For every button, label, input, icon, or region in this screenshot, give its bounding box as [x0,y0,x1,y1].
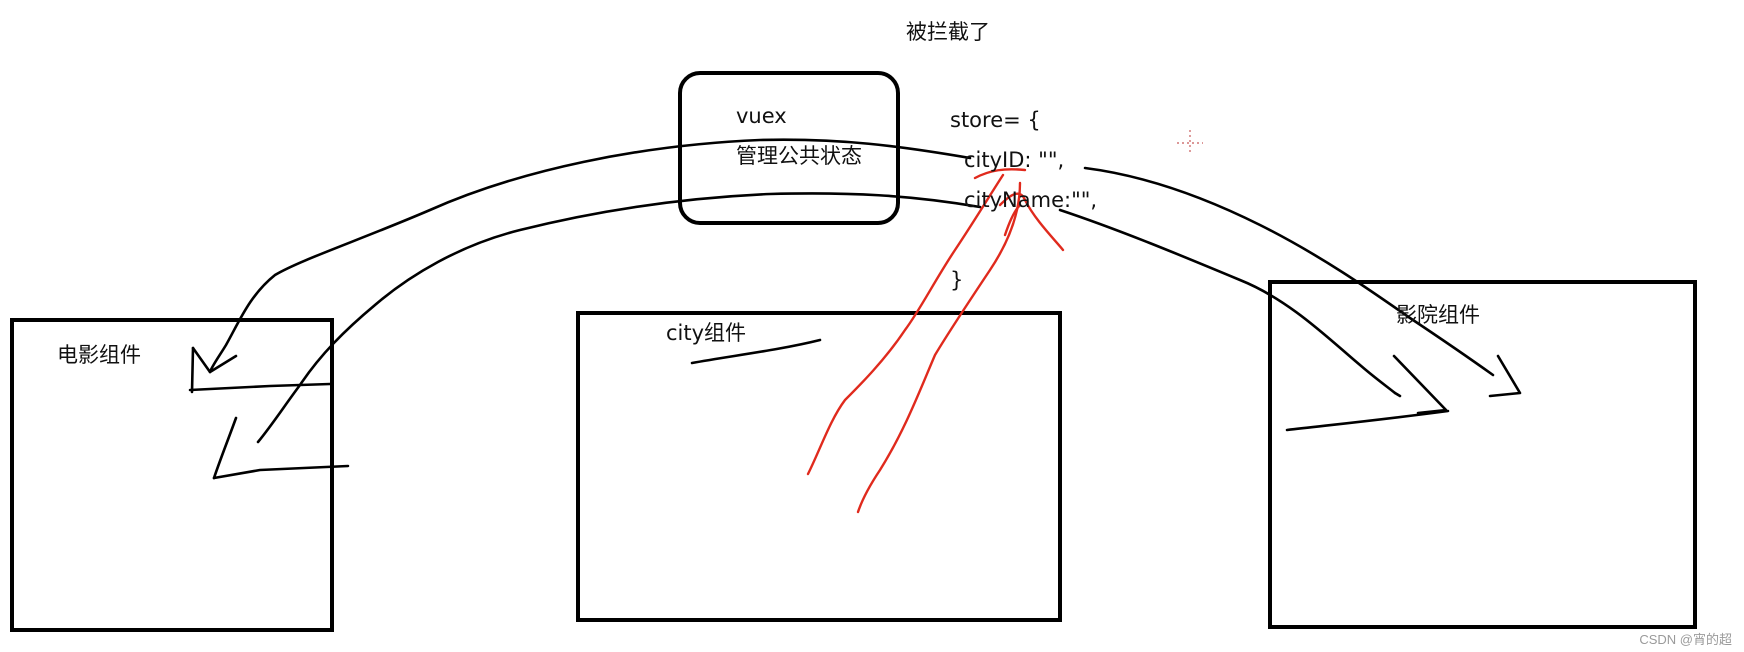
cinema-component-label: 影院组件 [1396,303,1480,327]
intercept-line-left [806,173,1005,476]
cinema-connector-upper [1083,166,1495,377]
city-component-label: city组件 [666,321,747,345]
movie-arrow-tick-lower [212,416,238,480]
cinema-component-box [1268,280,1697,629]
intercept-scribble [973,168,1065,252]
watermark: CSDN @宵的超 [1639,632,1732,647]
city-label-underline [690,338,822,365]
cinema-arrow-shaft [1285,409,1450,432]
store-close: } [950,268,964,292]
store-city-id: cityID: "", [964,148,1065,172]
city-component-box [576,311,1062,622]
store-open: store= { [950,108,1041,132]
movie-connector-upper [208,138,972,374]
store-city-name: cityName:"", [964,188,1098,212]
cinema-arrowhead-lower [1392,354,1448,415]
movie-component-box [10,318,334,632]
movie-arrow-tick-upper [190,346,195,394]
movie-connector-lower [256,192,982,444]
vuex-description: 管理公共状态 [736,144,862,168]
movie-arrowhead-upper [191,346,238,374]
vuex-label: vuex [736,104,787,128]
movie-arrow-shaft-lower [212,464,350,480]
cursor-crosshair-icon [1177,130,1203,155]
movie-component-label: 电影组件 [57,343,141,367]
diagram-title: 被拦截了 [906,20,990,44]
cinema-connector-lower [1058,208,1397,395]
cinema-arrow-tick [1393,391,1402,398]
movie-arrow-shaft-upper [188,382,332,392]
intercept-line-right [856,181,1022,514]
cinema-arrowhead-upper [1488,354,1522,398]
